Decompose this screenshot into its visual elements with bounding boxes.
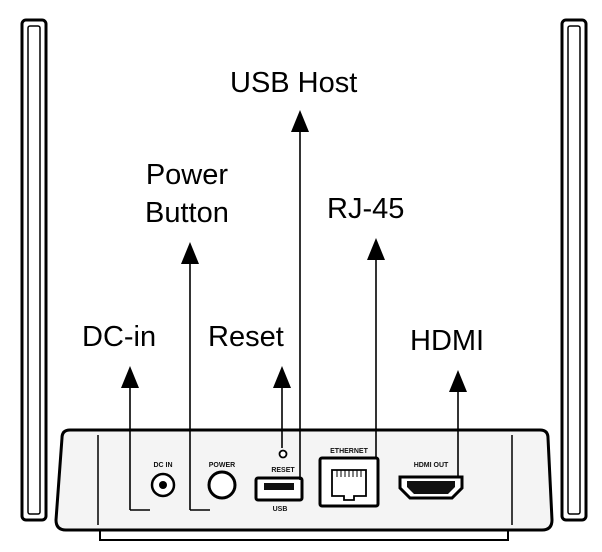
left-antenna [20,18,48,522]
usb-port-label: USB [273,506,288,513]
rj45-label: RJ-45 [327,193,405,225]
power-button-label-line1: Power [145,159,229,191]
hdmi-port [398,475,464,500]
reset-arrowhead [273,366,291,388]
rj45-arrowhead [367,238,385,260]
power-button [207,470,237,500]
hdmi-label: HDMI [410,325,485,357]
reset-label: Reset [208,321,284,353]
reset-port-label: RESET [271,467,295,474]
dc-in-arrowhead [121,366,139,388]
usb-port [254,476,304,502]
ethernet-port-label: ETHERNET [330,448,368,455]
power-button-label: Power Button [145,156,229,232]
device-body [54,428,554,541]
dc-in-port-label: DC IN [153,462,172,469]
usb-host-label: USB Host [230,67,358,99]
power-port-label: POWER [209,462,235,469]
dc-in-label: DC-in [82,321,157,353]
hdmi-out-port-label: HDMI OUT [414,462,449,469]
power-button-label-line2: Button [145,197,229,229]
usb-arrowhead [291,110,309,132]
power-arrowhead [181,242,199,264]
reset-pinhole [278,449,288,459]
hdmi-arrowhead [449,370,467,392]
ethernet-port [318,456,380,508]
dc-in-port [150,472,176,498]
right-antenna [560,18,588,522]
